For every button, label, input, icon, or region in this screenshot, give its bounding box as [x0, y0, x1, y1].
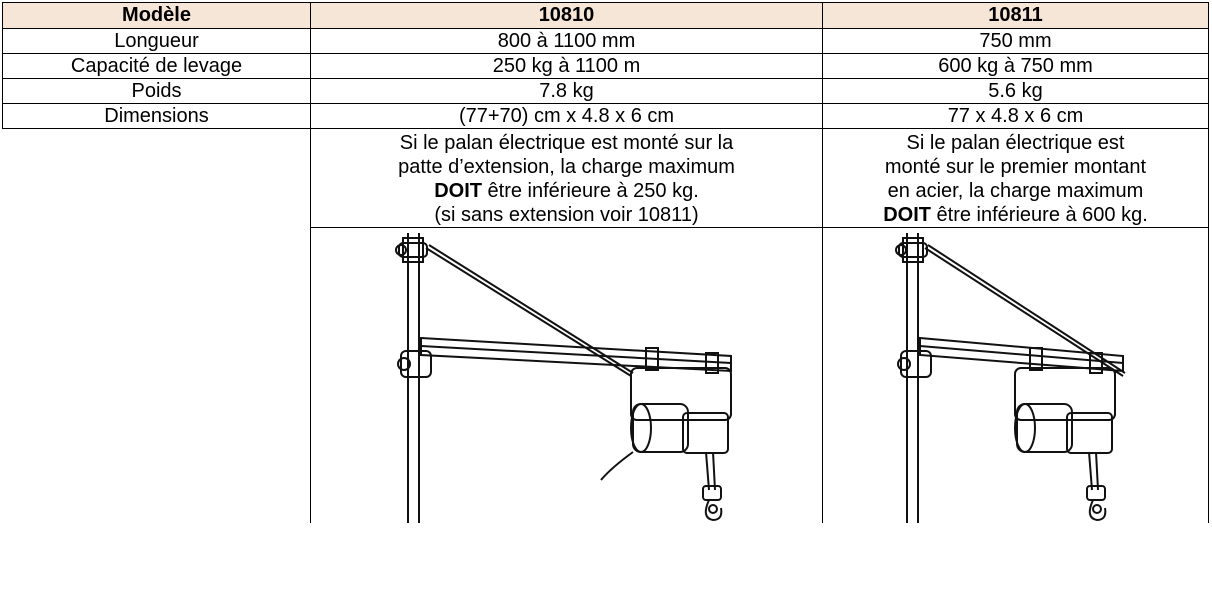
table-row: Dimensions (77+70) cm x 4.8 x 6 cm 77 x … — [2, 103, 1209, 129]
doit-emphasis: DOIT — [434, 180, 482, 202]
empty-cell — [2, 128, 311, 228]
cell-10811: 750 mm — [822, 28, 1209, 54]
header-model-10810: 10810 — [310, 2, 823, 29]
row-label: Poids — [2, 78, 311, 104]
table-row: Longueur 800 à 1100 mm 750 mm — [2, 28, 1209, 54]
cell-10810: 7.8 kg — [310, 78, 823, 104]
table-row: Capacité de levage 250 kg à 1100 m 600 k… — [2, 53, 1209, 79]
note-10810: Si le palan électrique est monté sur la … — [310, 128, 823, 228]
cell-10810: 250 kg à 1100 m — [310, 53, 823, 79]
table-header-row: Modèle 10810 10811 — [2, 2, 1209, 29]
row-label: Longueur — [2, 28, 311, 54]
table-row: Poids 7.8 kg 5.6 kg — [2, 78, 1209, 104]
cell-10810: 800 à 1100 mm — [310, 28, 823, 54]
header-model-10811: 10811 — [822, 2, 1209, 29]
cell-10811: 77 x 4.8 x 6 cm — [822, 103, 1209, 129]
notes-row: Si le palan électrique est monté sur la … — [2, 128, 1209, 228]
cell-10810: (77+70) cm x 4.8 x 6 cm — [310, 103, 823, 129]
crane-illustration-10810-cell — [310, 227, 823, 523]
crane-illustration-10811-cell — [822, 227, 1209, 523]
note-10811: Si le palan électrique est monté sur le … — [822, 128, 1209, 228]
doit-emphasis: DOIT — [883, 204, 931, 226]
crane-hoist-illustration — [895, 233, 1126, 523]
row-label: Capacité de levage — [2, 53, 311, 79]
spec-table: Modèle 10810 10811 Longueur 800 à 1100 m… — [2, 2, 1209, 523]
cell-10811: 5.6 kg — [822, 78, 1209, 104]
cell-10811: 600 kg à 750 mm — [822, 53, 1209, 79]
header-model-label: Modèle — [2, 2, 311, 29]
illustration-row — [2, 227, 1209, 523]
empty-cell — [2, 227, 311, 523]
crane-hoist-illustration — [395, 233, 732, 523]
row-label: Dimensions — [2, 103, 311, 129]
